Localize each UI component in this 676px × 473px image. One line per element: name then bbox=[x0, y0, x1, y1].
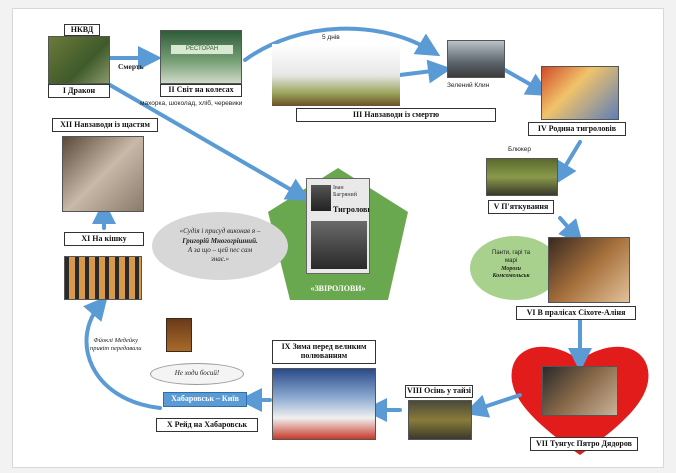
book-cover: Іван Багряний Тигролови bbox=[306, 178, 370, 274]
node-4-label: ІV Родина тигроловів bbox=[528, 122, 626, 136]
quote-cloud: «Судія і присуд виконав я – Григорій Мно… bbox=[152, 212, 288, 280]
node-2-label: ІІ Світ на колесах bbox=[160, 84, 242, 97]
arrow-zeleny-4 bbox=[503, 68, 551, 96]
document-image bbox=[166, 318, 192, 352]
nkvd-label: НКВД bbox=[64, 24, 100, 36]
dragon-image bbox=[48, 36, 110, 84]
train-image: РЕСТОРАН bbox=[160, 30, 242, 84]
node-3-label: ІІІ Навзаводи із смертю bbox=[296, 108, 496, 122]
oval-note-line-3: Морози bbox=[501, 265, 521, 272]
book-illustration bbox=[311, 221, 367, 269]
author-portrait bbox=[311, 185, 331, 211]
medeyko-line-2: привіт передавали bbox=[90, 345, 142, 353]
autumn-image bbox=[408, 400, 472, 440]
arrow-2-3 bbox=[243, 26, 441, 62]
book-author: Іван Багряний bbox=[333, 185, 357, 198]
arrow-10-11 bbox=[83, 295, 162, 410]
quote-line-4: знає.» bbox=[210, 255, 229, 264]
center-label: «ЗВІРОЛОВИ» bbox=[310, 284, 366, 293]
node-7-label: VІІ Тунгус Пятро Дядоров bbox=[530, 437, 638, 451]
node-10-label: Х Рейд на Хабаровськ bbox=[156, 418, 258, 432]
winter-image bbox=[272, 368, 376, 440]
forest-image bbox=[272, 44, 400, 106]
arrow-7-8 bbox=[463, 393, 522, 418]
oval-note-line-2: марі bbox=[505, 257, 518, 264]
node-2-subtitle: махорка, шоколад, хліб, черевики bbox=[140, 100, 243, 107]
medeyko-line-1: Фйоклі Медейку bbox=[93, 337, 139, 344]
oval-note-line-1: Панти, гарі та bbox=[492, 250, 531, 256]
arrow-4-5 bbox=[553, 140, 582, 186]
node-9-label: ІХ Зима перед великим полюванням bbox=[272, 340, 376, 364]
oval-note: Панти, гарі та марі Морози Комсомольськ bbox=[492, 250, 530, 281]
smert-label: Смерть bbox=[118, 62, 144, 71]
node-11-label: ХІ На кішку bbox=[64, 232, 144, 246]
hk-label: Хабаровськ – Київ bbox=[163, 392, 247, 407]
node-5-label: V П'яткування bbox=[488, 200, 554, 214]
arrow-5-6 bbox=[558, 216, 583, 244]
couple-image bbox=[542, 366, 618, 416]
oval-note-line-4: Комсомольськ bbox=[492, 273, 530, 280]
arrow-3-zeleny bbox=[398, 59, 452, 84]
shop-sign: РЕСТОРАН bbox=[171, 45, 233, 54]
ne-khody-cloud: Не ходи босий! bbox=[150, 363, 244, 385]
quote-line-3: А за що – цей пес сам bbox=[187, 246, 253, 254]
medeyko-note: Фйоклі Медейку привіт передавали bbox=[90, 337, 141, 354]
node-12-label: ХІІ Навзаводи із щастям bbox=[52, 118, 158, 132]
node-6-label: VІ В пралісах Сіхоте-Аліня bbox=[516, 306, 636, 320]
node-1-label: І Дракон bbox=[48, 84, 110, 98]
quote-line-1: «Судія і присуд виконав я – bbox=[179, 227, 261, 236]
green-oval bbox=[470, 236, 560, 300]
quote-line-2: Григорій Многогрішний. bbox=[182, 236, 258, 245]
days-label: 5 днів bbox=[322, 34, 340, 41]
mother-child-image bbox=[548, 237, 630, 303]
horses-image bbox=[62, 136, 144, 212]
boots-image bbox=[486, 158, 558, 196]
zeleny-klyn-label: Зелений Клин bbox=[447, 82, 490, 89]
family-image bbox=[541, 66, 619, 120]
tiger-image bbox=[64, 256, 142, 300]
book-title: Тигролови bbox=[333, 205, 370, 214]
arrow-1-center bbox=[108, 83, 311, 202]
blyuker-label: Блюкер bbox=[508, 146, 532, 153]
node-8-label: VІІІ Осінь у тайзі bbox=[405, 385, 473, 398]
zeleny-klyn-image bbox=[447, 40, 505, 78]
